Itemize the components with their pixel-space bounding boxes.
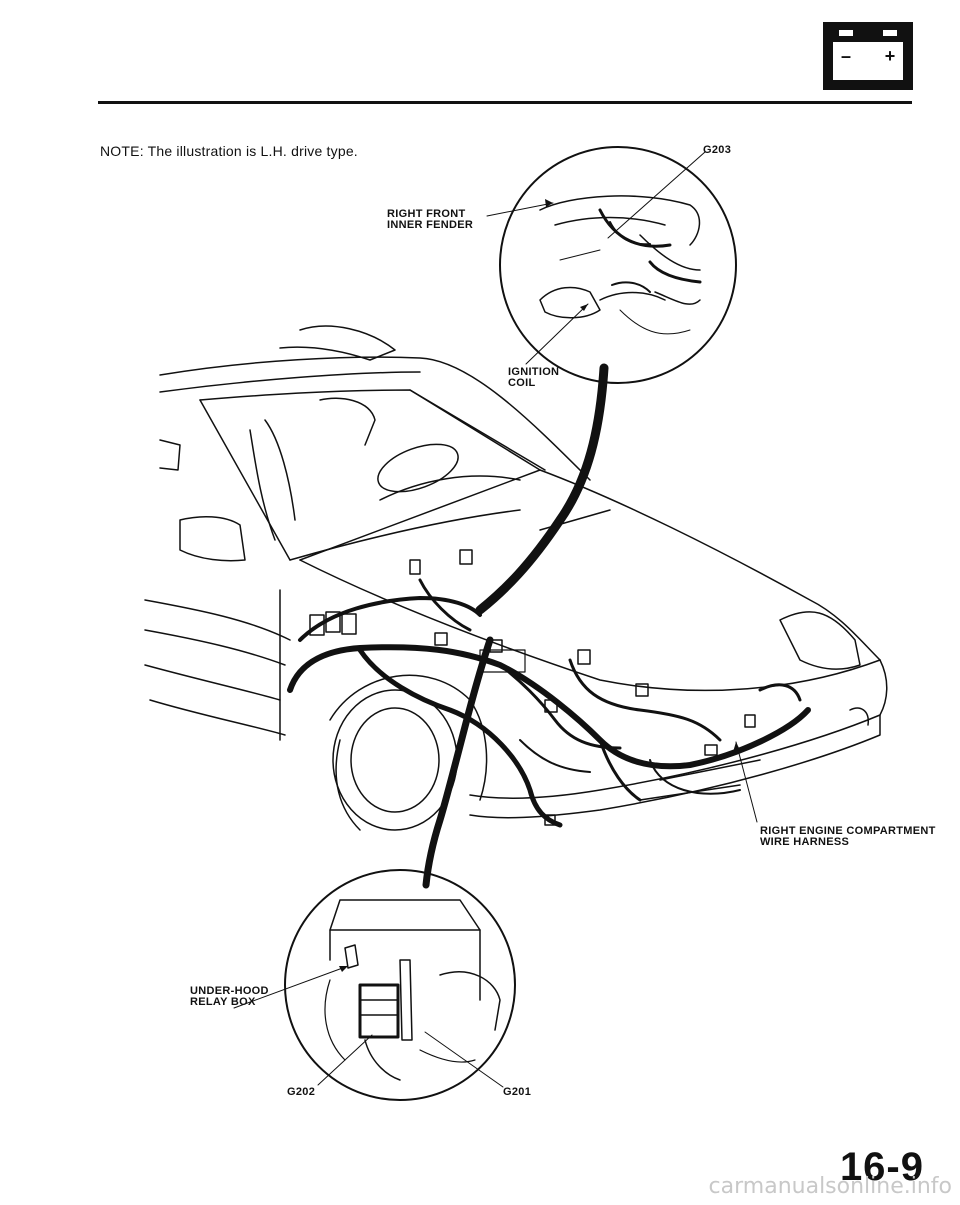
connector-band-top	[475, 363, 609, 615]
label-g203: G203	[703, 144, 732, 156]
label-ignition-coil: IGNITION COIL	[508, 366, 560, 389]
label-g202: G202	[287, 1086, 316, 1098]
label-under-hood-relay-box: UNDER-HOOD RELAY BOX	[190, 985, 269, 1008]
header-rule	[98, 101, 912, 104]
page-number: 16-9	[839, 1145, 924, 1189]
label-g201: G201	[503, 1086, 532, 1098]
ignition-leader	[525, 303, 589, 365]
watermark-text: carmanualsonline.info	[708, 1174, 952, 1199]
top-detail-circle	[499, 146, 737, 384]
relay-box-leader	[233, 965, 349, 1009]
engine-harness	[287, 549, 811, 828]
bottom-detail-circle	[284, 869, 516, 1101]
label-right-engine-harness: RIGHT ENGINE COMPARTMENT WIRE HARNESS	[760, 825, 936, 848]
car-body	[144, 325, 888, 831]
battery-plus-glyph: +	[885, 46, 896, 66]
battery-icon: – +	[823, 22, 913, 90]
g201-leader	[424, 1031, 504, 1088]
battery-minus-glyph: –	[841, 46, 851, 66]
harness-leader	[735, 741, 758, 823]
g203-leader	[607, 151, 706, 239]
label-right-front-inner-fender: RIGHT FRONT INNER FENDER	[387, 208, 474, 231]
g202-leader	[317, 1034, 373, 1086]
note-text: NOTE: The illustration is L.H. drive typ…	[100, 143, 358, 159]
connector-band-bottom	[422, 636, 494, 889]
fender-leader	[486, 202, 554, 217]
